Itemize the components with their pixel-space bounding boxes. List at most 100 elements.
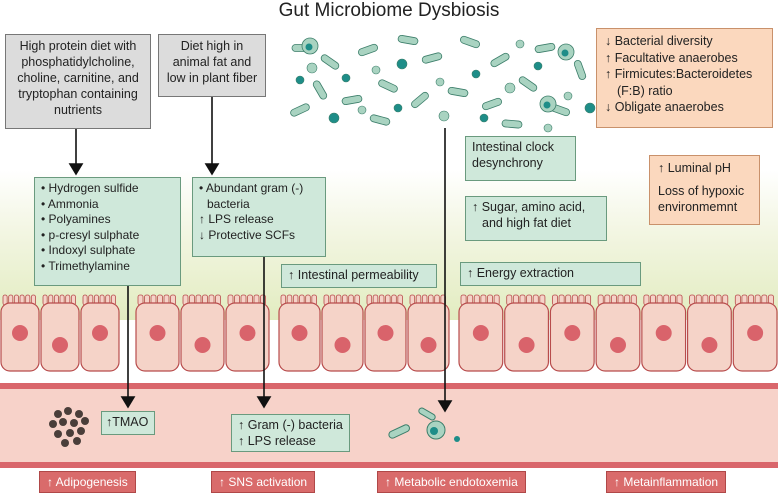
lps-box: • Abundant gram (-) bacteria ↑ LPS relea… [192, 177, 326, 257]
dysbiosis-line: ↓ Obligate anaerobes [605, 100, 724, 114]
intestinal-permeability-box: ↑ Intestinal permeability [281, 264, 437, 288]
sugar-line: and high fat diet [482, 215, 571, 230]
coccus-bacterium [435, 77, 445, 87]
microbiota-cluster [290, 34, 596, 133]
clock-line: Intestinal clock [472, 140, 554, 154]
rod-bacterium [459, 35, 481, 49]
microbe-core [561, 49, 569, 57]
rod-bacterium [320, 54, 340, 70]
microbe-core [305, 43, 313, 51]
rod-bacterium [447, 86, 469, 98]
coccus-bacterium [306, 62, 318, 74]
rod-bacterium [411, 91, 429, 109]
coccus-bacterium [563, 91, 573, 101]
dysbiosis-features-box: ↓ Bacterial diversity ↑ Facultative anae… [596, 28, 773, 128]
dysbiosis-line: ↑ Facultative anaerobes [605, 50, 738, 65]
intestinal-clock-box: Intestinal clock desynchrony [465, 136, 576, 181]
coccus-bacterium [393, 103, 403, 113]
coccus-bacterium [479, 113, 489, 123]
metabolite-item: • Indoxyl sulphate [41, 243, 136, 257]
dysbiosis-line: (F:B) ratio [617, 83, 673, 98]
rod-bacterium [518, 76, 538, 92]
epithelium [0, 294, 778, 372]
metabolite-item: • Ammonia [41, 196, 99, 211]
coccus-bacterium [396, 58, 408, 70]
outcome-sns-activation: ↑ SNS activation [211, 471, 316, 493]
rod-bacterium [312, 80, 328, 100]
sugar-line: ↑ Sugar, amino acid, [472, 200, 586, 214]
coccus-bacterium [341, 73, 351, 83]
coccus-bacterium [371, 65, 381, 75]
metabolite-item: • Trimethylamine [41, 258, 130, 273]
coccus-bacterium [471, 69, 481, 79]
metabolite-item: • Hydrogen sulfide [41, 181, 139, 195]
diagram-title: Gut Microbiome Dysbiosis [278, 0, 500, 21]
rod-bacterium [421, 52, 443, 64]
tmao-box: ↑TMAO [101, 411, 155, 435]
cell-nucleus [377, 325, 394, 341]
sugar-diet-box: ↑ Sugar, amino acid, and high fat diet [465, 196, 607, 241]
coccus-bacterium [584, 102, 596, 114]
outcome-metainflammation: ↑ Metainflammation [606, 471, 727, 493]
outcome-adipogenesis: ↑ Adipogenesis [39, 471, 136, 493]
energy-extraction-box: ↑ Energy extraction [460, 262, 641, 286]
dysbiosis-line: ↑ Firmicutes:Bacteroidetes [605, 67, 753, 81]
blood-bacteria [388, 407, 460, 442]
coccus-bacterium [515, 39, 525, 49]
rod-bacterium [357, 43, 379, 57]
outcome-metabolic-endotoxemia: ↑ Metabolic endotoxemia [377, 471, 526, 493]
coccus-bacterium [543, 123, 553, 133]
cell-nucleus [564, 325, 581, 341]
coccus-bacterium [357, 105, 367, 115]
tmao-particles [49, 407, 89, 447]
lps-line: ↑ LPS release [199, 212, 274, 226]
metabolite-item: • p-cresyl sulphate [41, 227, 140, 242]
cell-nucleus [291, 325, 308, 341]
cell-nucleus [472, 325, 489, 341]
arrows [68, 97, 453, 413]
cell-nucleus [239, 325, 256, 341]
cell-nucleus [334, 337, 351, 353]
lps-line: bacteria [207, 196, 250, 211]
rod-bacterium [397, 34, 419, 46]
luminal-line: environmemnt [658, 200, 738, 214]
rod-bacterium [290, 103, 310, 117]
cell-nucleus [518, 337, 535, 353]
lps-line: ↓ Protective SCFs [199, 227, 296, 242]
rod-bacterium [341, 94, 363, 106]
cell-nucleus [655, 325, 672, 341]
coccus-bacterium [328, 112, 340, 124]
metabolite-item: • Polyamines [41, 212, 111, 226]
gram-line: ↑ LPS release [238, 433, 316, 448]
high-protein-diet-box: High protein diet with phosphatidylcholi… [5, 34, 151, 129]
rod-bacterium [573, 59, 587, 81]
cell-nucleus [610, 337, 626, 353]
cell-nucleus [92, 325, 108, 341]
epithelial-cell [686, 302, 732, 372]
metabolites-box: • Hydrogen sulfide • Ammonia • Polyamine… [34, 177, 181, 286]
cell-nucleus [420, 337, 437, 353]
gram-line: ↑ Gram (-) bacteria [238, 418, 343, 432]
lps-line: • Abundant gram (-) [199, 181, 304, 195]
dysbiosis-line: ↓ Bacterial diversity [605, 34, 713, 48]
cell-nucleus [52, 337, 68, 353]
cell-nucleus [701, 337, 718, 353]
microbe-core [543, 101, 551, 109]
luminal-ph-box: ↑ Luminal pH Loss of hypoxic environmemn… [649, 155, 760, 225]
rod-bacterium [481, 97, 503, 111]
clock-line: desynchrony [472, 155, 543, 170]
animal-fat-diet-box: Diet high in animal fat and low in plant… [158, 34, 266, 97]
coccus-bacterium [295, 75, 305, 85]
vessel-lower-wall [0, 462, 778, 468]
luminal-line: Loss of hypoxic [658, 183, 745, 198]
rod-bacterium [534, 42, 556, 54]
vessel-upper-wall [0, 383, 778, 389]
rod-bacterium [490, 52, 510, 68]
gram-negative-box: ↑ Gram (-) bacteria ↑ LPS release [231, 414, 350, 452]
rod-bacterium [378, 79, 398, 93]
cell-nucleus [194, 337, 211, 353]
rod-bacterium [369, 114, 391, 126]
cell-nucleus [12, 325, 28, 341]
coccus-bacterium [504, 82, 516, 94]
